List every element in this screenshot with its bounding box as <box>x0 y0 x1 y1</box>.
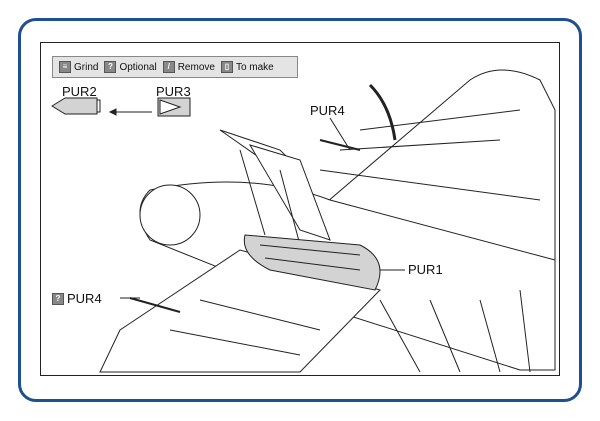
optional-icon: ? <box>104 61 117 73</box>
legend-item-remove: /Remove <box>162 61 215 73</box>
pur2-part <box>51 97 98 115</box>
legend-item-to-make: ▯To make <box>220 61 274 73</box>
label-pur4-top: PUR4 <box>310 103 345 118</box>
label-pur2: PUR2 <box>62 84 97 99</box>
label-pur1: PUR1 <box>408 262 443 277</box>
engine-cowl <box>139 184 201 246</box>
label-pur3: PUR3 <box>156 84 191 99</box>
legend-bar: ≡Grind ?Optional /Remove ▯To make <box>52 56 298 78</box>
legend-item-grind: ≡Grind <box>59 61 98 73</box>
gun-barrel-left <box>129 297 181 313</box>
label-pur4-left: ?PUR4 <box>52 291 102 306</box>
gun-barrel-top <box>319 139 361 151</box>
legend-item-optional: ?Optional <box>104 61 157 73</box>
pur1-part <box>243 234 381 291</box>
grind-icon: ≡ <box>59 61 71 73</box>
bomb-2 <box>248 144 331 241</box>
to-make-icon: ▯ <box>220 61 233 73</box>
remove-icon: / <box>162 61 175 73</box>
optional-icon: ? <box>52 292 64 305</box>
